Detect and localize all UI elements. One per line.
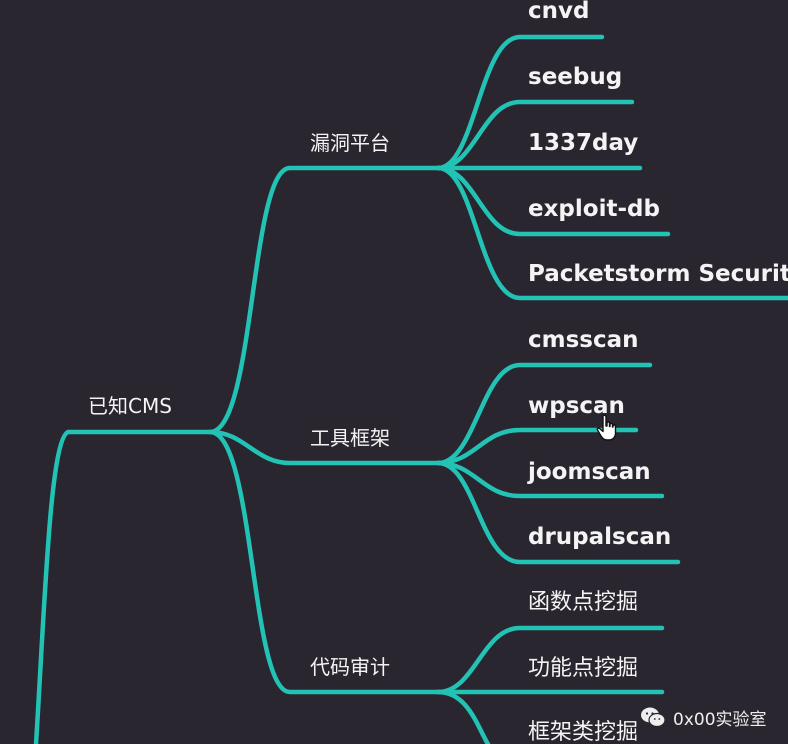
connector-leaf-seebug xyxy=(435,99,635,171)
root-node[interactable]: 已知CMS xyxy=(88,394,172,418)
leaf-node-cmsscan[interactable]: cmsscan xyxy=(528,327,639,353)
group-node-vuln-platforms[interactable]: 漏洞平台 xyxy=(310,131,390,155)
connector-leaf-packetstorm xyxy=(435,165,788,301)
group-node-code-audit[interactable]: 代码审计 xyxy=(310,655,390,679)
leaf-node-framework-mining[interactable]: 框架类挖掘 xyxy=(528,720,639,744)
connector-group-1 xyxy=(207,165,441,435)
leaf-node-exploit-db[interactable]: exploit-db xyxy=(528,196,660,222)
connector-leaf-cnvd xyxy=(435,34,605,171)
connector-leaf-wpscan xyxy=(435,427,639,466)
leaf-node-packetstorm[interactable]: Packetstorm Security xyxy=(528,261,788,287)
leaf-node-drupalscan[interactable]: drupalscan xyxy=(528,524,672,550)
leaf-node-feature-mining[interactable]: 功能点挖掘 xyxy=(528,656,639,681)
leaf-node-function-mining[interactable]: 函数点挖掘 xyxy=(528,590,639,615)
leaf-node-cnvd[interactable]: cnvd xyxy=(528,0,590,24)
connector-leaf-framework xyxy=(435,689,491,744)
leaf-node-wpscan[interactable]: wpscan xyxy=(528,393,625,419)
leaf-node-1337day[interactable]: 1337day xyxy=(528,130,639,156)
connector-group-2 xyxy=(207,429,441,466)
root-trunk xyxy=(33,429,213,744)
connector-group-3 xyxy=(207,429,441,695)
leaf-node-joomscan[interactable]: joomscan xyxy=(528,459,651,485)
connector-leaf-cmsscan xyxy=(435,362,653,466)
connector-leaf-func xyxy=(435,625,665,695)
group-node-tool-frameworks[interactable]: 工具框架 xyxy=(310,426,390,450)
watermark-text: 0x00实验室 xyxy=(673,709,767,730)
leaf-node-seebug[interactable]: seebug xyxy=(528,64,623,90)
wechat-icon xyxy=(641,707,666,728)
hand-pointer-icon xyxy=(596,414,617,441)
connector-leaf-drupalscan xyxy=(435,460,681,565)
watermark: 0x00实验室 xyxy=(640,704,767,730)
